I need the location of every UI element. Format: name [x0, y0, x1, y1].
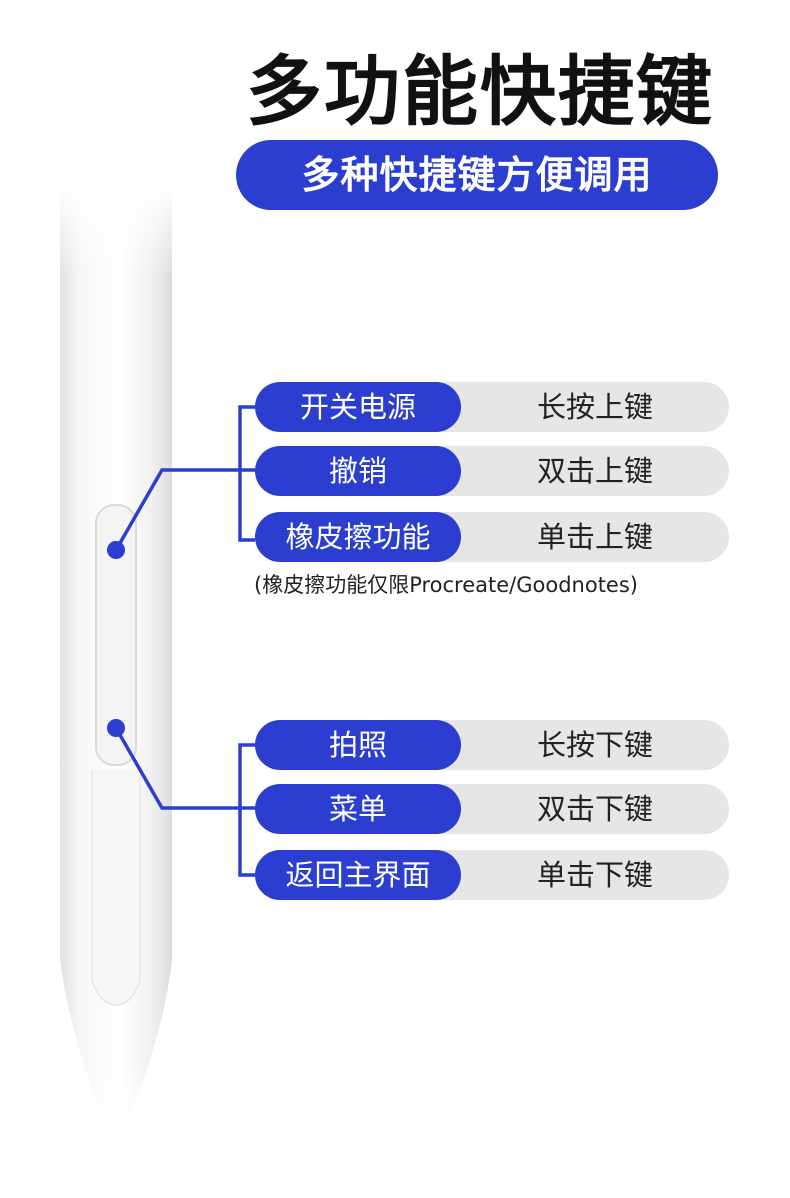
shortcut-row-power: 开关电源 长按上键 — [255, 382, 729, 432]
shortcut-action: 单击上键 — [536, 520, 653, 554]
shortcut-row-eraser: 橡皮擦功能 单击上键 — [255, 512, 729, 562]
shortcut-row-home: 返回主界面 单击下键 — [255, 850, 729, 900]
shortcut-label: 菜单 — [255, 784, 461, 834]
shortcut-label: 返回主界面 — [255, 850, 461, 900]
shortcut-label: 橡皮擦功能 — [255, 512, 461, 562]
shortcut-row-photo: 拍照 长按下键 — [255, 720, 729, 770]
stylus-illustration — [55, 185, 255, 1160]
shortcut-action: 长按上键 — [536, 390, 653, 424]
upper-button-dot — [107, 541, 125, 559]
shortcut-row-menu: 菜单 双击下键 — [255, 784, 729, 834]
shortcut-action: 单击下键 — [536, 858, 653, 892]
subtitle-badge: 多种快捷键方便调用 — [236, 140, 718, 210]
shortcut-label: 开关电源 — [255, 382, 461, 432]
lower-button-dot — [107, 719, 125, 737]
shortcut-label: 拍照 — [255, 720, 461, 770]
shortcut-action: 双击下键 — [536, 792, 653, 826]
eraser-note: (橡皮擦功能仅限Procreate/Goodnotes) — [254, 573, 638, 597]
shortcut-action: 长按下键 — [536, 728, 653, 762]
shortcut-row-undo: 撤销 双击上键 — [255, 446, 729, 496]
shortcut-label: 撤销 — [255, 446, 461, 496]
shortcut-action: 双击上键 — [536, 454, 653, 488]
page-title: 多功能快捷键 — [246, 47, 714, 136]
